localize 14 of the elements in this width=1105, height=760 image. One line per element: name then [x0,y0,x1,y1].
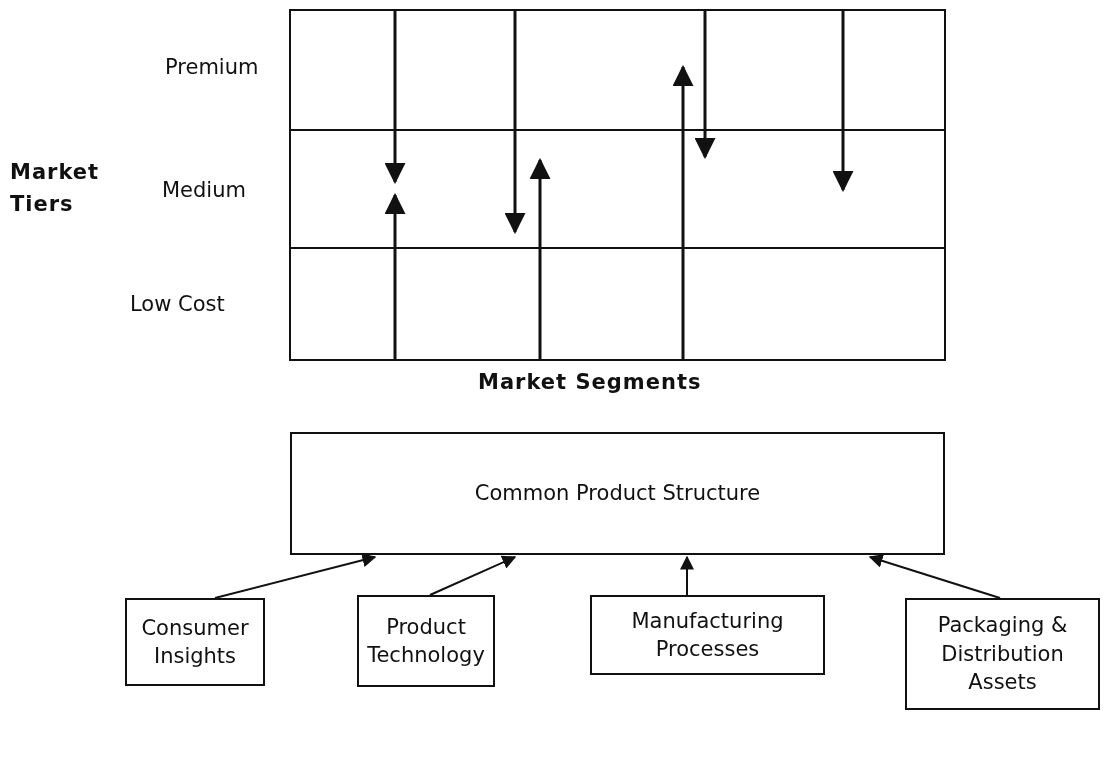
source-box: Manufacturing Processes [590,595,825,675]
tier-label: Medium [162,178,246,202]
structure-box: Common Product Structure [290,432,945,555]
arrow [214,553,377,599]
arrow [868,554,1001,599]
tier-label: Premium [165,55,259,79]
arrow [429,555,517,596]
source-box: Packaging & Distribution Assets [905,598,1100,710]
arrow [680,555,694,596]
source-box: Consumer Insights [125,598,265,686]
axis-title: Market Tiers [10,159,101,218]
tier-label: Low Cost [130,292,225,316]
source-box: Product Technology [357,595,495,687]
axis-title: Market Segments [478,370,702,394]
